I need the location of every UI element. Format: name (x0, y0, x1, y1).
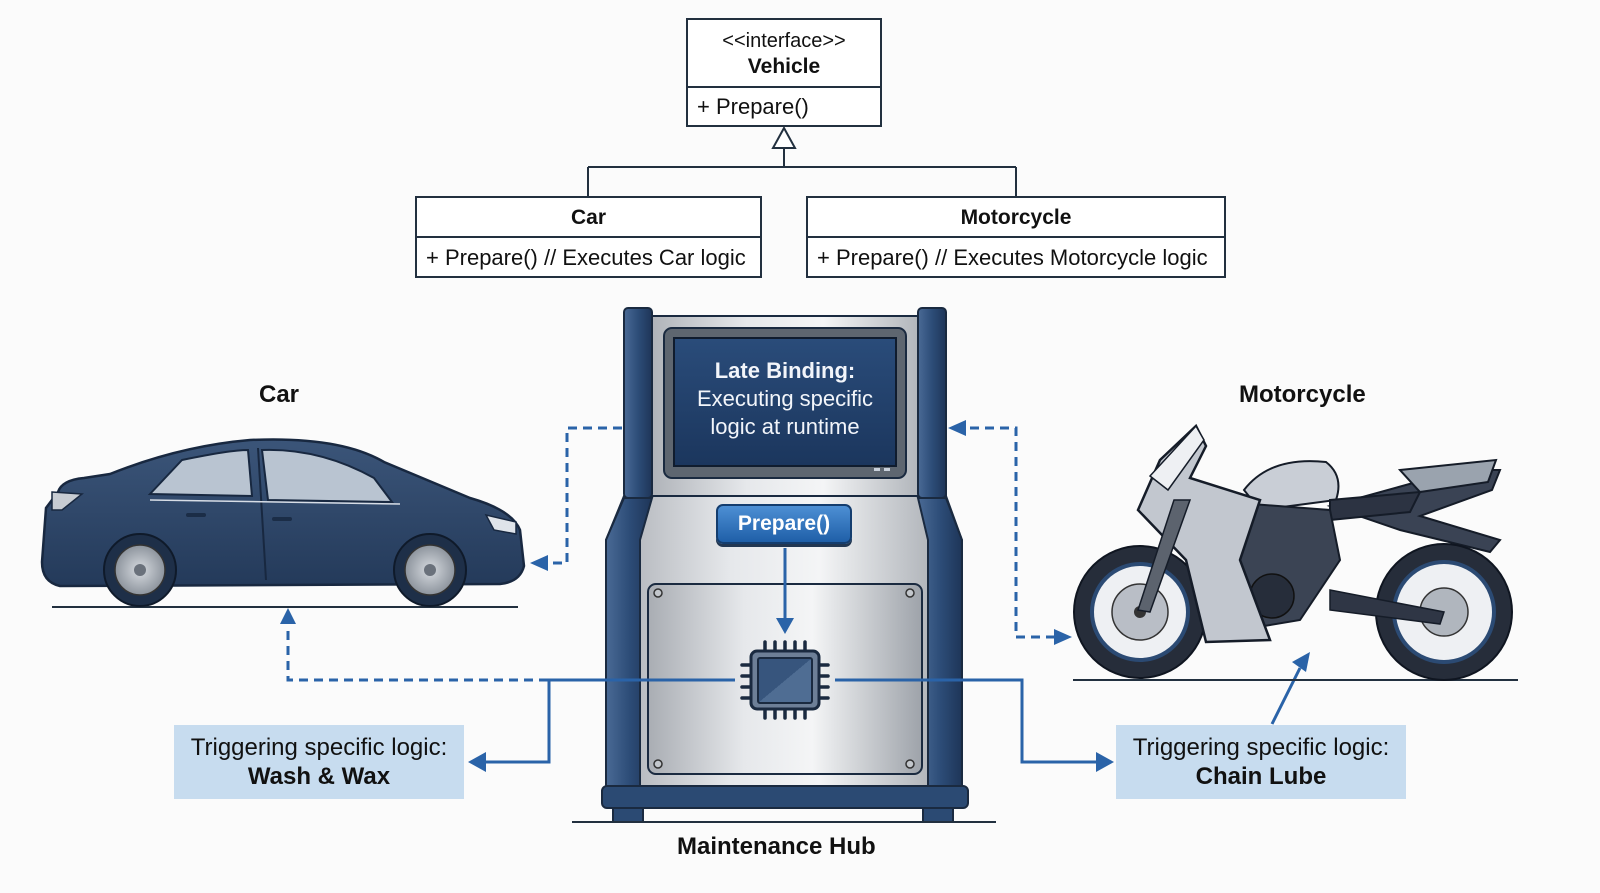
uml-interface-header: <<interface>> Vehicle (688, 20, 880, 88)
dashed-moto-to-hub (966, 426, 1055, 639)
car-class-method: + Prepare() // Executes Car logic (426, 245, 746, 270)
arrowhead-up-car-icon (280, 608, 296, 624)
arrowheads (280, 420, 1310, 772)
arrowhead-down-icon (776, 618, 794, 634)
uml-inheritance-connector (587, 125, 1017, 196)
car-label: Car (259, 381, 300, 408)
car-illustration (40, 438, 526, 608)
motorcycle-logic-box: Triggering specific logic: Chain Lube (1116, 725, 1406, 799)
arrowhead-right-icon (1096, 752, 1114, 772)
car-logic-prefix: Triggering specific logic: (190, 734, 448, 761)
arrowhead-left-icon (468, 752, 486, 772)
car-wheel-front (393, 533, 467, 607)
car-class-name: Car (417, 198, 760, 238)
motorcycle-illustration (1073, 423, 1518, 681)
motorcycle-logic-prefix: Triggering specific logic: (1132, 734, 1390, 761)
processor-chip-icon (740, 640, 830, 720)
motorcycle-logic-action: Chain Lube (1195, 763, 1327, 790)
motorcycle-label: Motorcycle (1239, 381, 1366, 408)
maintenance-hub-label: Maintenance Hub (677, 833, 876, 860)
uml-class-motorcycle: Motorcycle + Prepare() // Executes Motor… (806, 196, 1226, 278)
arrow-chip-to-moto-logic (835, 678, 1098, 764)
dashed-logic-to-car (286, 625, 548, 682)
prepare-button[interactable]: Prepare() (716, 504, 852, 544)
interface-method: + Prepare() (697, 94, 809, 119)
uml-class-car: Car + Prepare() // Executes Car logic (415, 196, 762, 278)
hub-screen: Late Binding: Executing specific logic a… (674, 357, 896, 441)
car-wheel-rear (103, 533, 177, 607)
screen-title: Late Binding: (714, 358, 856, 383)
car-logic-box: Triggering specific logic: Wash & Wax (174, 725, 464, 799)
arrow-moto-logic-to-bike (1270, 667, 1302, 725)
dashed-hub-to-car (548, 426, 622, 565)
arrowhead-left-hub-icon (948, 420, 966, 436)
arrowhead-left-car-icon (530, 555, 548, 571)
arrow-chip-to-car-logic (484, 678, 735, 764)
uml-interface-vehicle: <<interface>> Vehicle + Prepare() (686, 18, 882, 127)
arrowhead-diag-icon (1292, 652, 1310, 672)
screen-line-2: logic at runtime (710, 414, 860, 439)
maintenance-hub-machine (572, 307, 996, 823)
interface-stereotype: <<interface>> (722, 30, 846, 52)
interface-name: Vehicle (747, 55, 821, 78)
car-logic-action: Wash & Wax (247, 763, 391, 790)
arrowhead-right-moto-icon (1054, 629, 1072, 645)
motorcycle-class-name: Motorcycle (808, 198, 1224, 238)
inheritance-triangle-icon (771, 125, 797, 149)
screen-line-1: Executing specific (696, 386, 874, 411)
flow-arrows (286, 426, 1302, 764)
motorcycle-class-method: + Prepare() // Executes Motorcycle logic (817, 245, 1208, 270)
